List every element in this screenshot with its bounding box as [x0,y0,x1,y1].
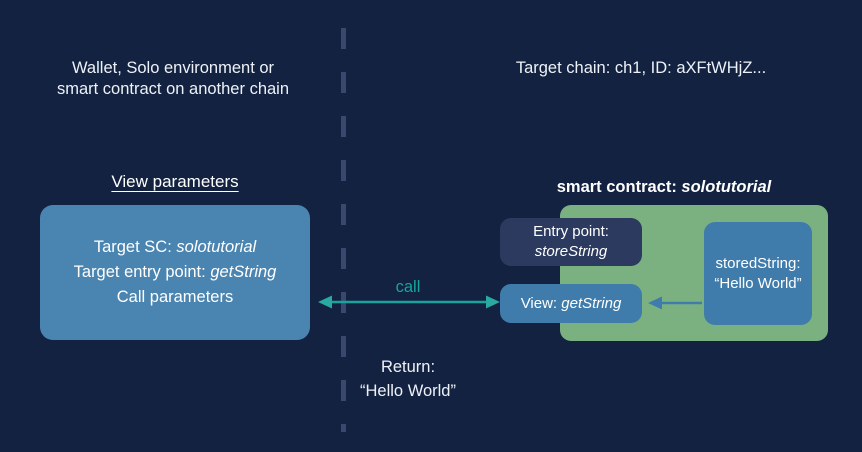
target-sc-value: solotutorial [176,238,257,256]
entry-point-value: storeString [534,243,608,260]
call-label: call [395,278,421,296]
view-parameters-line-3: Call parameters [117,285,233,310]
target-entry-point-label: Target entry point: [73,263,211,281]
view-parameters-title: View parameters [111,172,239,191]
view-function-value: getString [561,294,622,312]
view-function-line: View: getString [521,294,622,314]
return-label: Return: “Hello World” [360,358,456,400]
target-entry-point-value: getString [210,263,277,281]
entry-point-box: Entry point: storeString [500,218,642,266]
smart-contract-title: smart contract: solotutorial [500,178,828,197]
smart-contract-title-value: solotutorial [681,178,772,196]
stored-string-box: storedString: “Hello World” [704,222,812,325]
stored-string-value: “Hello World” [714,274,802,292]
view-function-box: View: getString [500,284,642,323]
view-parameters-box: Target SC: solotutorial Target entry poi… [40,205,310,340]
view-parameters-line-1: Target SC: solotutorial [94,235,256,260]
call-parameters-label: Call parameters [116,288,234,306]
view-parameters-line-2: Target entry point: getString [74,260,277,285]
view-function-label: View: [520,294,562,312]
call-bidirectional-arrow-icon [318,295,500,309]
stored-string-to-view-arrow-icon [648,296,702,310]
left-side-header: Wallet, Solo environment or smart contra… [56,59,290,98]
smart-contract-title-prefix: smart contract: [556,178,682,196]
target-sc-label: Target SC: [93,238,177,256]
stored-string-label: storedString: [715,254,801,272]
entry-point-label: Entry point: [533,223,609,240]
target-chain-header: Target chain: ch1, ID: aXFtWHjZ... [515,59,767,77]
vertical-dashed-divider [341,28,346,432]
